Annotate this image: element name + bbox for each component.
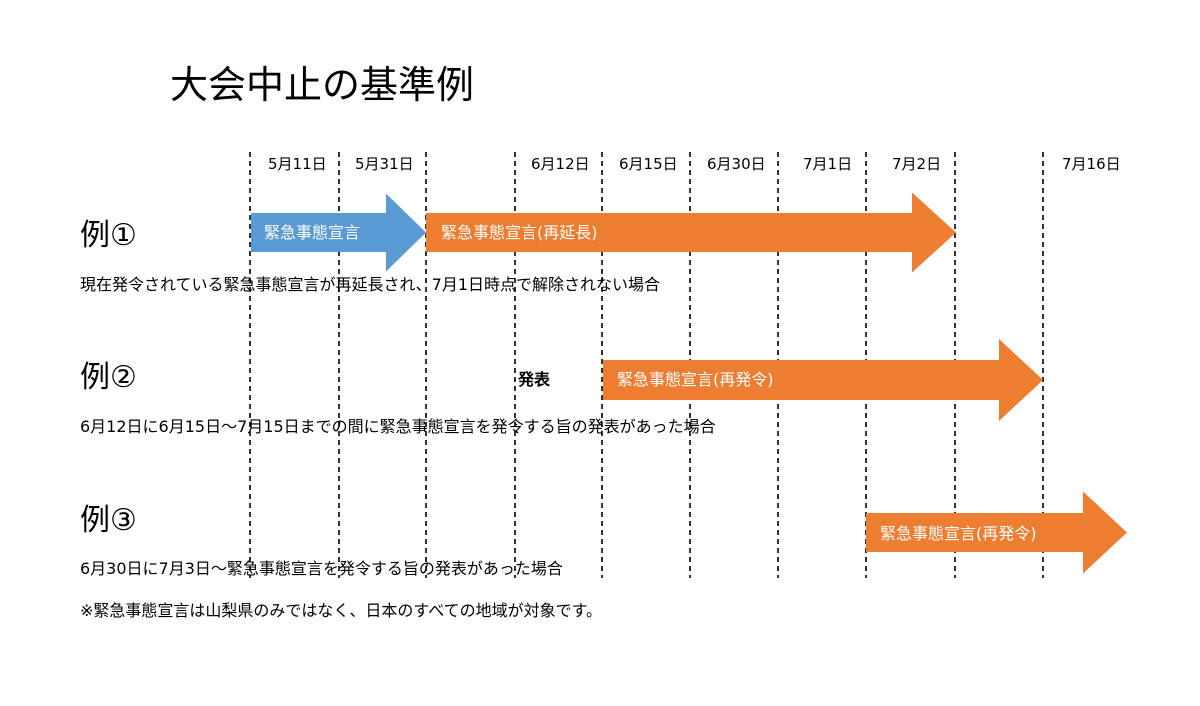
date-label-jun12: 6月12日 <box>531 155 590 173</box>
example-1-label: 例① <box>80 218 137 253</box>
example-3-label: 例③ <box>80 503 137 538</box>
footnote: ※緊急事態宣言は山梨県のみではなく、日本のすべての地域が対象です。 <box>80 601 603 620</box>
example-2-arrow-label: 緊急事態宣言(再発令) <box>617 370 774 389</box>
example-2-arrow <box>603 339 1043 421</box>
date-label-jun15: 6月15日 <box>619 155 678 173</box>
example-1-arrow-1 <box>251 193 426 272</box>
example-1-arrow-2-label: 緊急事態宣言(再延長) <box>441 223 598 242</box>
date-label-may11: 5月11日 <box>268 155 327 173</box>
example-1-description: 現在発令されている緊急事態宣言が再延長され、7月1日時点で解除されない場合 <box>80 275 661 294</box>
example-2-label: 例② <box>80 360 137 395</box>
example-3-description: 6月30日に7月3日～緊急事態宣言を発令する旨の発表があった場合 <box>80 559 563 578</box>
example-3-arrow <box>866 491 1127 574</box>
date-label-may31: 5月31日 <box>355 155 414 173</box>
announcement-label: 発表 <box>518 370 551 389</box>
example-3-arrow-label: 緊急事態宣言(再発令) <box>880 524 1037 543</box>
page-title: 大会中止の基準例 <box>170 63 475 107</box>
date-label-jul1: 7月1日 <box>803 155 853 173</box>
example-1-arrow-1-label: 緊急事態宣言 <box>264 223 361 242</box>
date-label-jun30: 6月30日 <box>707 155 766 173</box>
date-label-jul2: 7月2日 <box>892 155 942 173</box>
example-1-arrow-2 <box>426 192 956 273</box>
declaration-arrows <box>251 192 1127 574</box>
date-guide-lines <box>249 152 1044 578</box>
example-2-description: 6月12日に6月15日～7月15日までの間に緊急事態宣言を発令する旨の発表があっ… <box>80 417 716 436</box>
date-label-jul16: 7月16日 <box>1062 155 1121 173</box>
